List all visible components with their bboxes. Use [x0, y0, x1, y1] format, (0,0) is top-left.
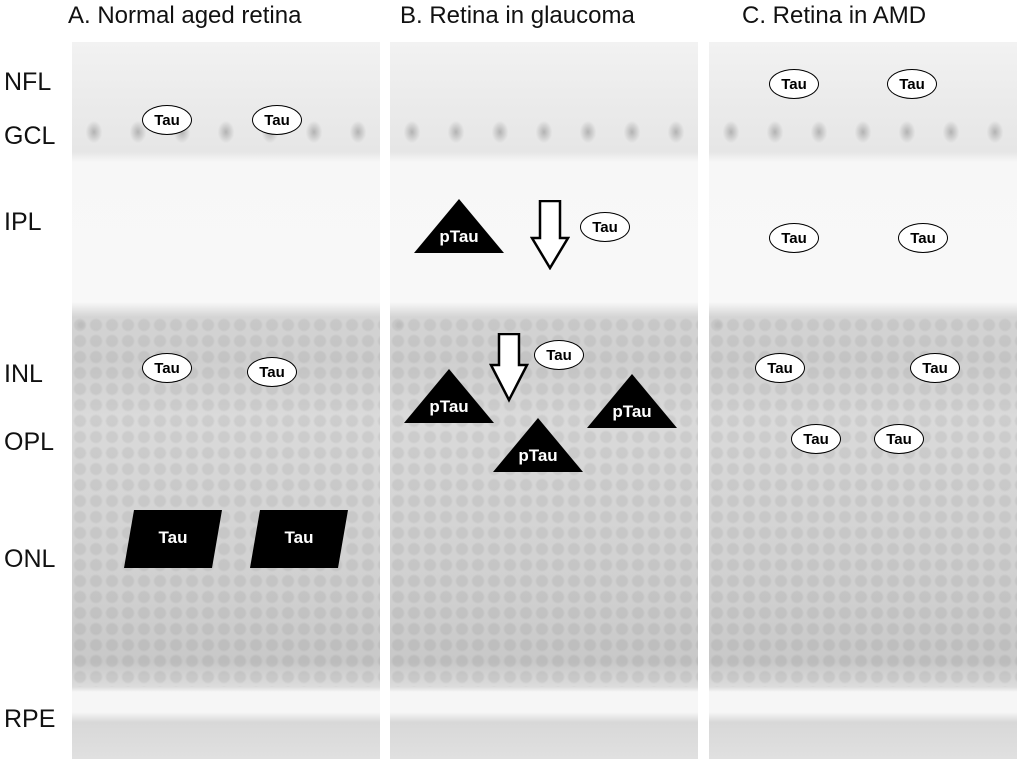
ptau-marker: pTau	[414, 199, 504, 253]
tau-marker: Tau	[887, 69, 937, 99]
layer-label-gcl: GCL	[4, 122, 56, 150]
layer-label-ipl: IPL	[4, 208, 42, 236]
down-arrow-icon	[530, 200, 570, 270]
tau-marker: Tau	[898, 223, 948, 253]
tau-marker: Tau	[874, 424, 924, 454]
layer-label-rpe: RPE	[4, 705, 56, 733]
tau-marker: Tau	[534, 340, 584, 370]
tau-label: Tau	[158, 528, 188, 547]
ptau-marker: pTau	[587, 374, 677, 428]
tau-aggregate-marker: Tau	[124, 510, 222, 568]
ptau-marker: pTau	[493, 418, 583, 472]
tau-marker: Tau	[769, 69, 819, 99]
tau-marker: Tau	[252, 105, 302, 135]
tau-marker: Tau	[791, 424, 841, 454]
down-arrow-icon	[489, 333, 529, 403]
title-panel-b: B. Retina in glaucoma	[400, 2, 635, 29]
tau-marker: Tau	[142, 105, 192, 135]
title-panel-c: C. Retina in AMD	[742, 2, 927, 29]
tau-aggregate-marker: Tau	[250, 510, 348, 568]
tau-marker: Tau	[247, 357, 297, 387]
tau-marker: Tau	[755, 353, 805, 383]
ptau-label: pTau	[439, 227, 479, 246]
title-panel-a: A. Normal aged retina	[68, 2, 302, 29]
layer-label-nfl: NFL	[4, 68, 52, 96]
ptau-label: pTau	[518, 446, 558, 465]
layer-label-inl: INL	[4, 360, 43, 388]
tau-label: Tau	[284, 528, 314, 547]
tau-marker: Tau	[910, 353, 960, 383]
ptau-marker: pTau	[404, 369, 494, 423]
panel-c-image	[709, 42, 1017, 759]
panel-a-image	[72, 42, 380, 759]
layer-label-onl: ONL	[4, 545, 56, 573]
tau-marker: Tau	[580, 212, 630, 242]
tau-marker: Tau	[769, 223, 819, 253]
tau-marker: Tau	[142, 353, 192, 383]
layer-label-opl: OPL	[4, 428, 55, 456]
ptau-label: pTau	[612, 402, 652, 421]
ptau-label: pTau	[429, 397, 469, 416]
